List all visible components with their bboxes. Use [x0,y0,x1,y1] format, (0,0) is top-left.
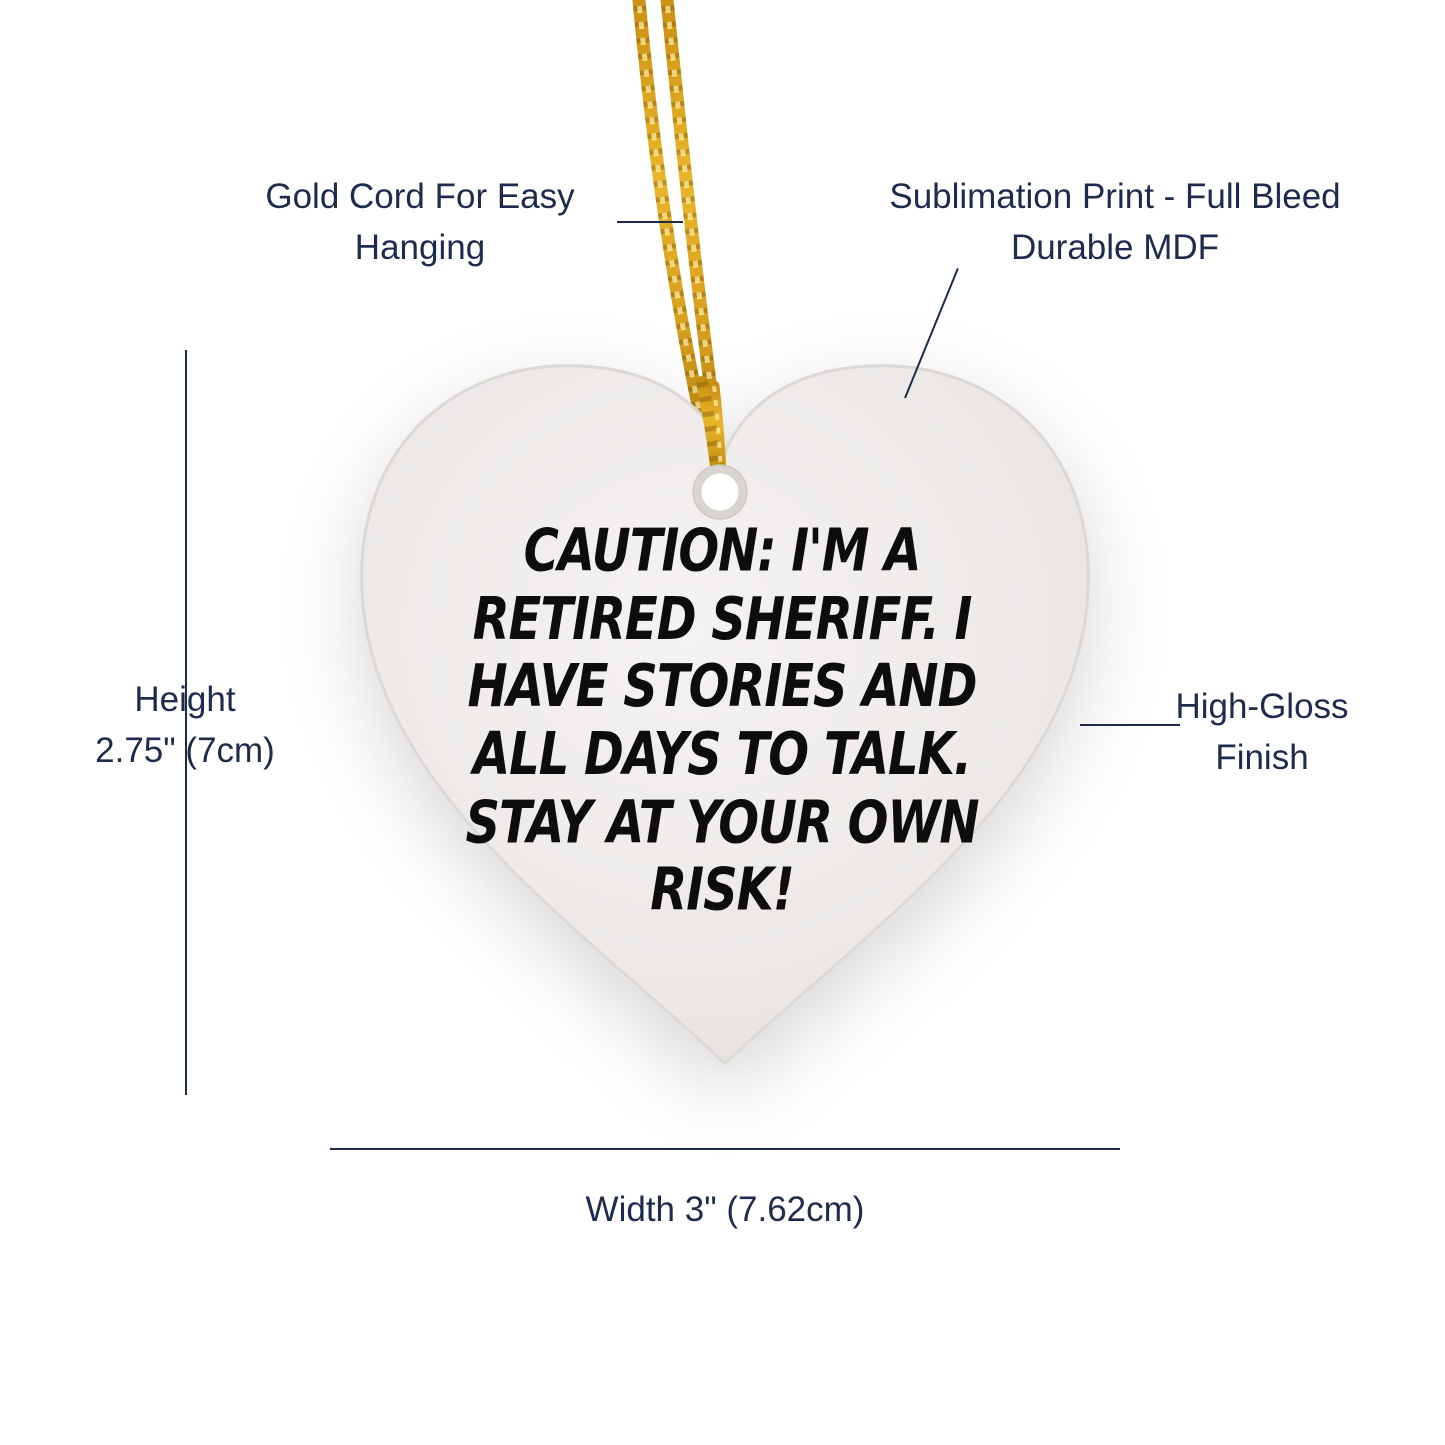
callout-gold-cord-line [617,221,683,223]
callout-sublimation-line1: Sublimation Print - Full Bleed [889,177,1341,216]
hanging-hole [692,464,748,520]
dimension-height-line [185,350,187,1095]
ornament-quote-line: CAUTION: I'M A [523,516,922,586]
callout-high-gloss-line [1080,724,1180,726]
dimension-height-label: Height 2.75" (7cm) [50,675,320,777]
callout-high-gloss: High-Gloss Finish [1142,682,1382,784]
dimension-width-label: Width 3" (7.62cm) [475,1185,975,1236]
callout-sublimation-line2: Durable MDF [1010,227,1220,267]
dimension-width-line [330,1148,1120,1150]
callout-gold-cord-line1: Gold Cord For Easy [265,177,575,216]
callout-high-gloss-line2: Finish [1215,737,1309,777]
callout-gold-cord: Gold Cord For Easy Hanging [230,172,610,274]
ornament-quote-line: HAVE STORIES AND [467,652,978,721]
callout-sublimation: Sublimation Print - Full Bleed Durable M… [850,172,1380,274]
ornament-quote-line: ALL DAYS TO TALK. [473,720,972,789]
ornament-quote-line: RETIRED SHERIFF. I [472,584,973,654]
dimension-height-line2: 2.75" (7cm) [95,730,275,770]
callout-gold-cord-line2: Hanging [354,227,486,267]
callout-high-gloss-line1: High-Gloss [1175,687,1349,726]
ornament-quote-line: RISK! [650,856,794,925]
dimension-height-line1: Height [134,680,236,719]
dimension-width-text: Width 3" (7.62cm) [585,1190,865,1229]
ornament-quote-line: STAY AT YOUR OWN [465,788,979,857]
ornament-quote: CAUTION: I'M A RETIRED SHERIFF. I HAVE S… [442,516,1002,926]
